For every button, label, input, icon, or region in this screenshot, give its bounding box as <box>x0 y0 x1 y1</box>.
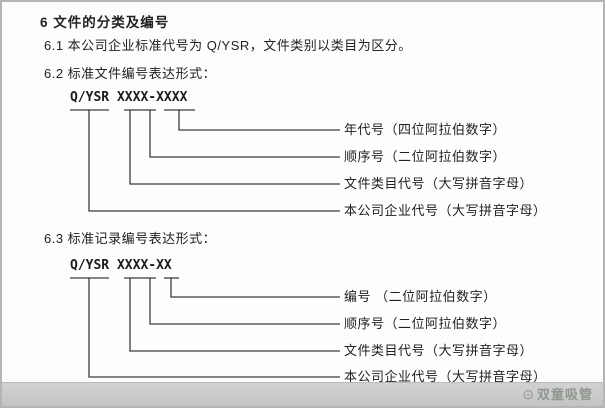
diagram2-label-sequence-number: 顺序号（二位阿拉伯数字） <box>344 316 507 331</box>
clause-6-3: 6.3 标准记录编号表达形式： <box>44 231 217 246</box>
diagram2-label-number: 编号 （二位阿拉伯数字） <box>344 289 497 304</box>
watermark-text: 双童吸管 <box>536 387 593 402</box>
clause-6-2: 6.2 标准文件编号表达形式： <box>44 66 217 81</box>
section-heading: 6 文件的分类及编号 <box>40 15 170 30</box>
diagram1-label-file-category-code: 文件类目代号（大写拼音字母） <box>344 176 534 191</box>
watermark: ⊙ 双童吸管 <box>522 383 593 406</box>
standard-file-number-code: Q/YSR XXXX-XXXX <box>70 90 188 105</box>
diagram1-label-year-code: 年代号（四位阿拉伯数字） <box>344 122 507 137</box>
diagram2-label-company-code: 本公司企业代号（大写拼音字母） <box>344 369 547 384</box>
diagram1-label-company-code: 本公司企业代号（大写拼音字母） <box>344 203 547 218</box>
brand-logo-icon: ⊙ <box>522 386 535 402</box>
diagram2-label-file-category-code: 文件类目代号（大写拼音字母） <box>344 343 534 358</box>
clause-6-1: 6.1 本公司企业标准代号为 Q/YSR，文件类别以类目为区分。 <box>44 38 412 53</box>
record-file-number-code: Q/YSR XXXX-XX <box>70 258 172 273</box>
diagram1-label-sequence-number: 顺序号（二位阿拉伯数字） <box>344 149 507 164</box>
footer-bar: ⊙ 双童吸管 <box>2 382 603 406</box>
